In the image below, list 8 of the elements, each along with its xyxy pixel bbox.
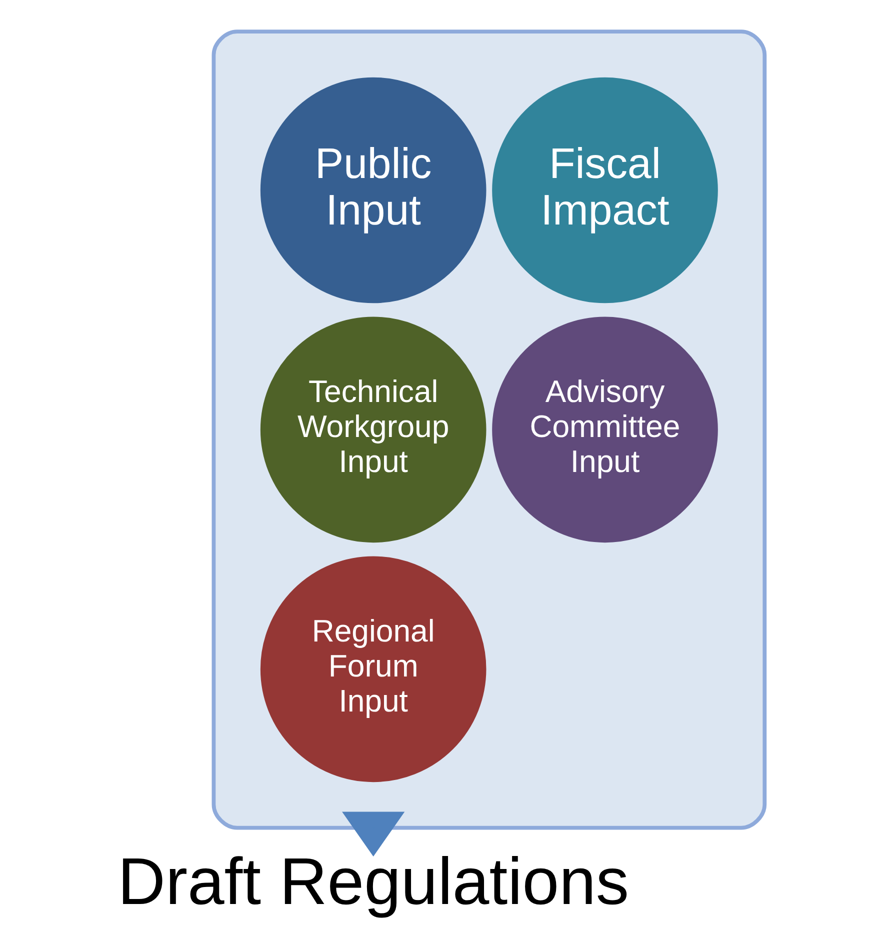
cluster — [211, 30, 766, 830]
node-text: Draft Regulations — [117, 845, 629, 920]
node-circle: Public Input — [260, 77, 486, 304]
node-circle: Advisory Committee Input — [492, 316, 718, 543]
node-circle: Regional Forum Input — [260, 556, 486, 782]
arrow — [342, 812, 404, 856]
node-circle: Technical Workgroup Input — [260, 316, 486, 543]
node-circle: Fiscal Impact — [492, 77, 718, 304]
